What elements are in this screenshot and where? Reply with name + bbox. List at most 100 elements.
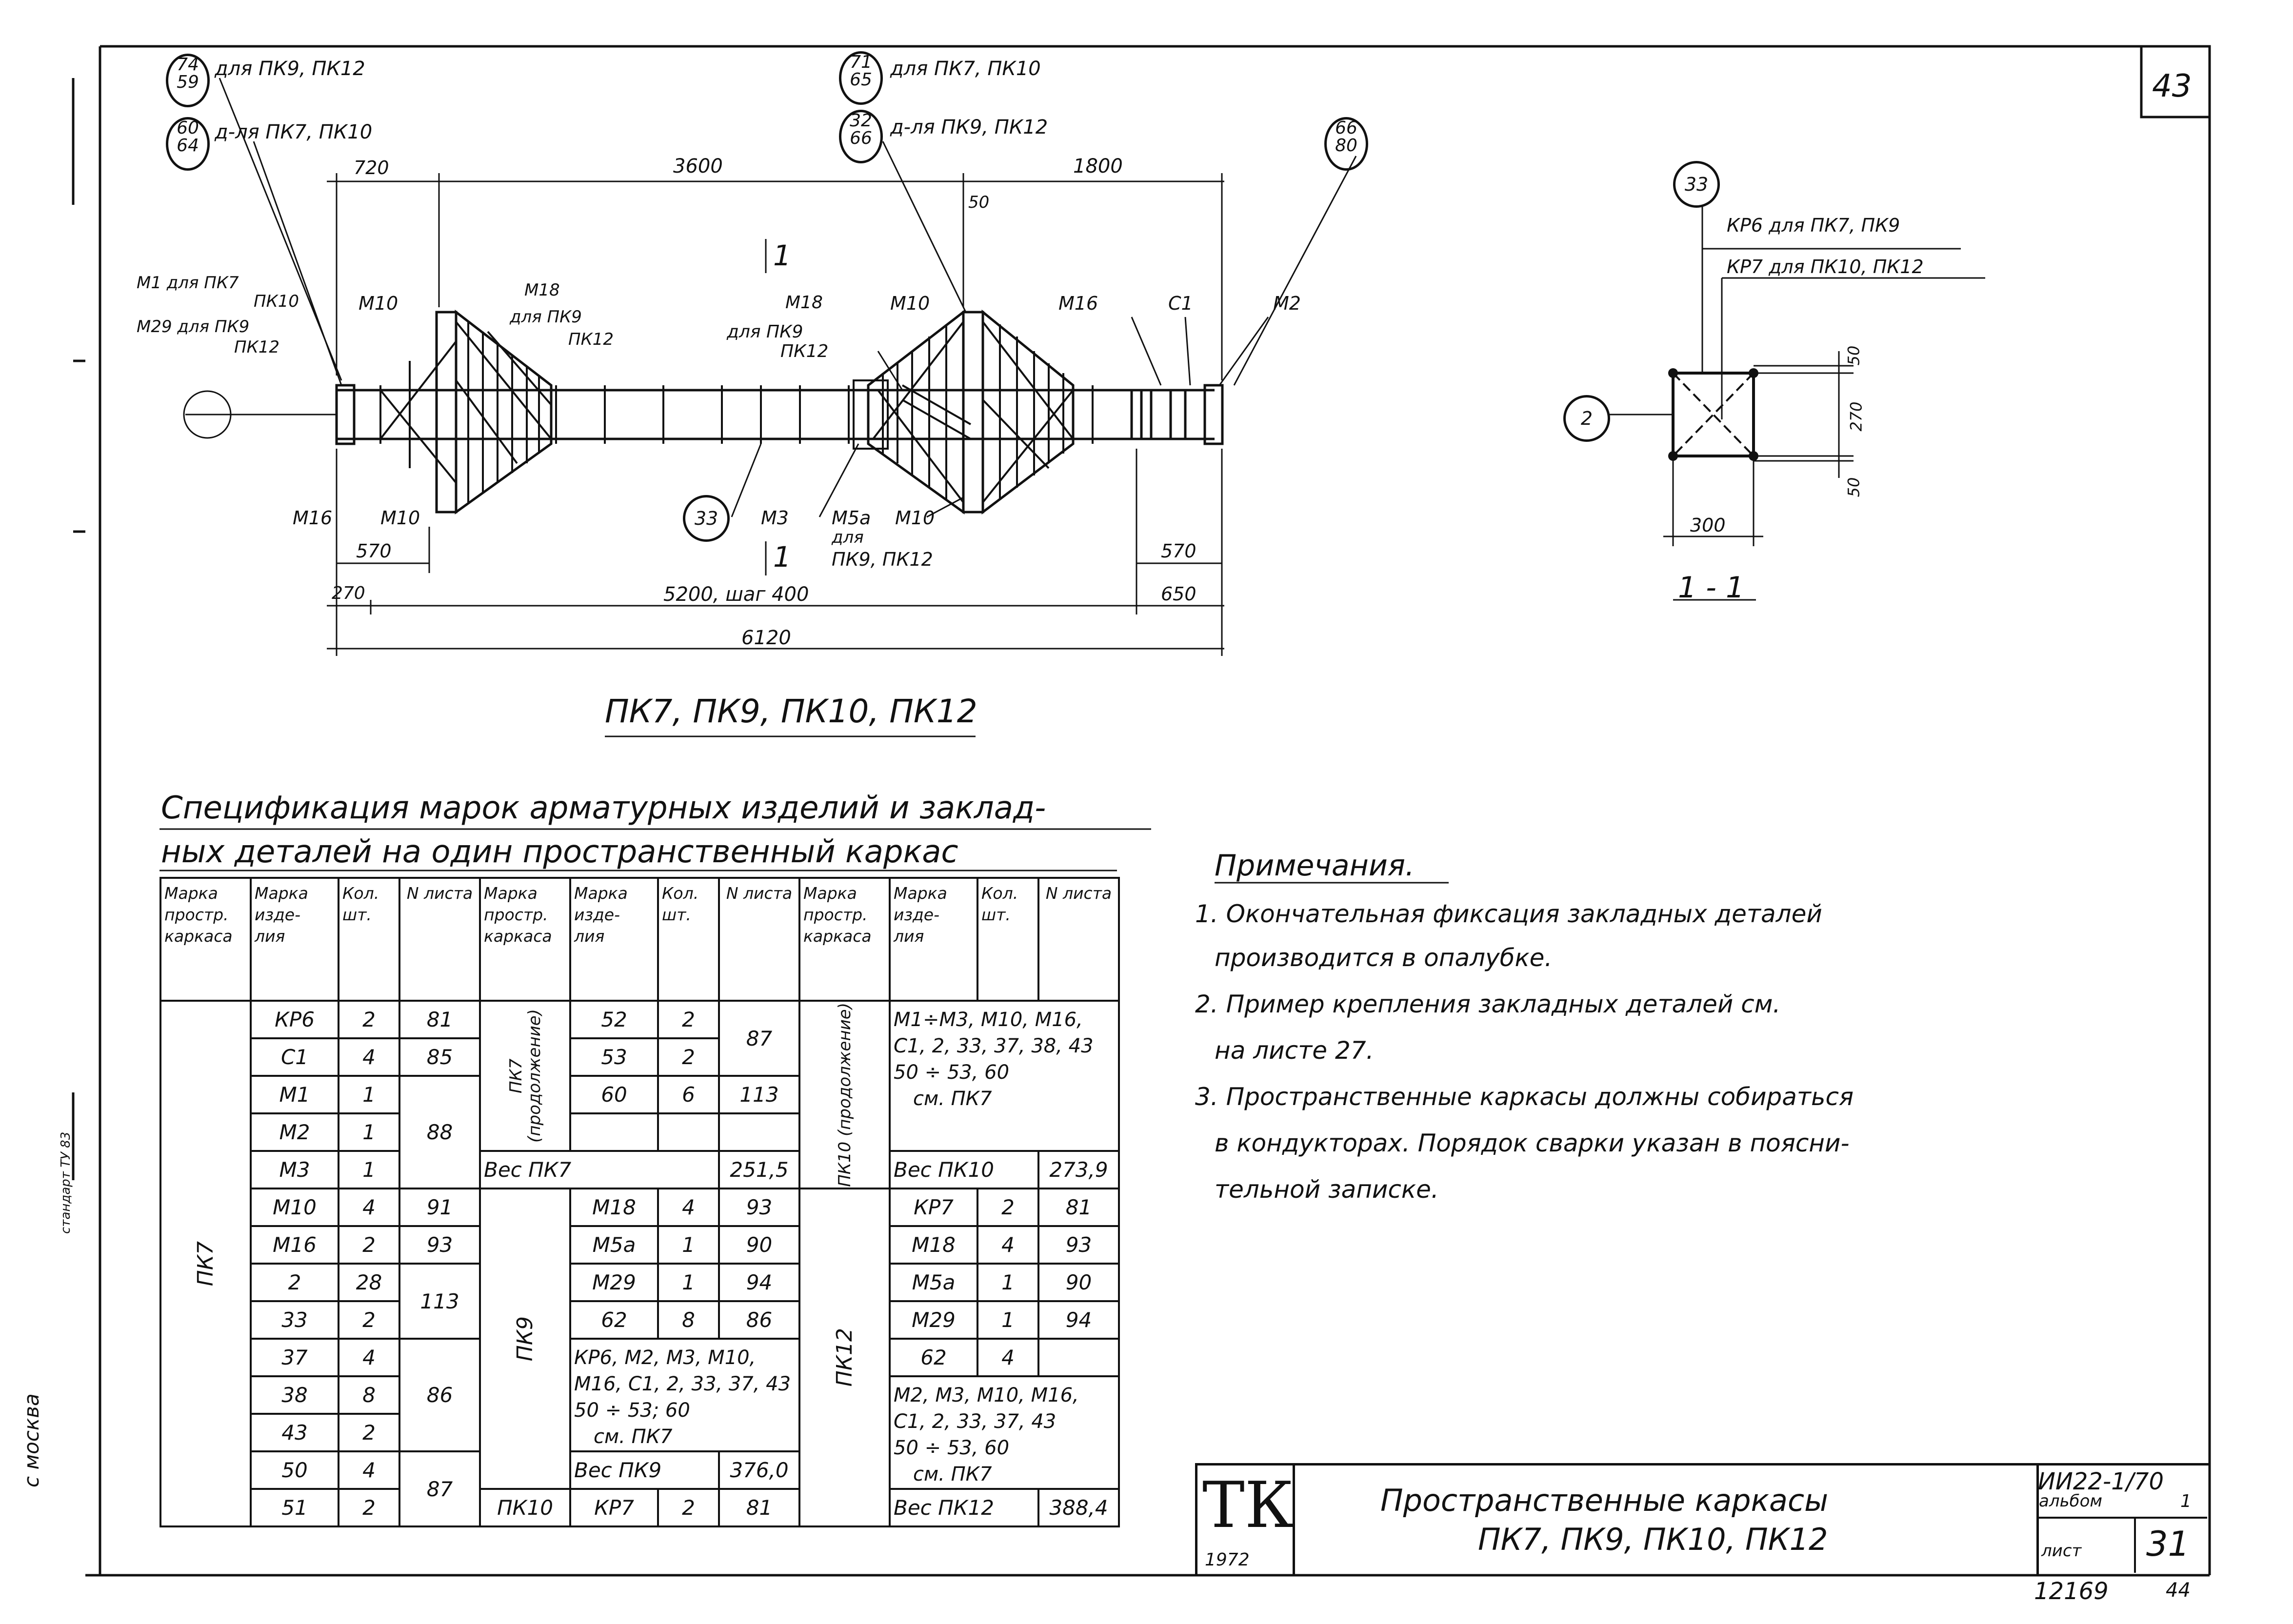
spec-title-line2: ных деталей на один пространственный кар…: [161, 834, 958, 870]
cell-sheet: 90: [1037, 1263, 1120, 1302]
callout-32-bottom: 66: [850, 128, 872, 148]
pk9-weight-label: Вес ПК9: [574, 1458, 662, 1482]
cell-qty: 1: [338, 1112, 400, 1152]
cell-qty: 4: [338, 1037, 400, 1077]
callout-60: 60 64: [166, 117, 210, 171]
note-line: в кондукторах. Порядок сварки указан в п…: [1215, 1129, 1850, 1157]
pk9-note-line: 50 ÷ 53; 60: [574, 1399, 690, 1422]
table-row: М2 1: [160, 1112, 1119, 1152]
dim-720: 720: [354, 157, 389, 178]
title-block-series-cell: [2036, 1463, 2210, 1575]
cell-item: 37: [250, 1338, 339, 1377]
cell-qty: 1: [657, 1225, 720, 1265]
pk12-weight: Вес ПК12: [889, 1488, 1039, 1527]
dim-section-50-bottom: 50: [1844, 477, 1863, 497]
note-line: 3. Пространственные каркасы должны собир…: [1195, 1083, 1854, 1111]
cell-item: 62: [889, 1338, 978, 1377]
callout-60-text: д-ля ПК7, ПК10: [215, 121, 373, 143]
cell-qty: 2: [338, 1488, 400, 1527]
label-m18a: М18: [524, 280, 560, 300]
table-row: 51 2 ПК10 КР7 2 81 Вес ПК12 388,4: [160, 1488, 1120, 1527]
cell-item: 52: [569, 1000, 659, 1039]
header-item-2: Марка изде- лия: [569, 877, 659, 1002]
label-m18b: М18: [785, 293, 823, 313]
label-kp6: КР6 для ПК7, ПК9: [1727, 215, 1900, 236]
callout-74: 74 59: [166, 54, 210, 107]
pk12-note-line: см. ПК7: [913, 1463, 992, 1485]
spec-header-row: Марка простр. каркаса Марка изде- лия Ко…: [160, 877, 1120, 1002]
dim-570-right: 570: [1161, 540, 1196, 562]
frame-pk7-label: ПК7: [193, 1241, 218, 1287]
doc-number-2: 44: [2166, 1579, 2191, 1602]
note-line: 1. Окончательная фиксация закладных дета…: [1195, 900, 1822, 928]
cell-sheet: 91: [399, 1188, 481, 1227]
cell-sheet: 93: [399, 1225, 481, 1265]
dim-6120: 6120: [741, 627, 791, 649]
section-mark-top: 1: [773, 239, 791, 272]
header-item-3: Марка изде- лия: [889, 877, 978, 1002]
notes-title: Примечания.: [1215, 849, 1415, 883]
cell-qty: 4: [977, 1338, 1039, 1377]
cell-item: 51: [250, 1488, 339, 1527]
callout-32: 32 66: [839, 110, 883, 163]
pk9-weight-value: 376,0: [718, 1450, 800, 1490]
label-m18a-b: ПК12: [568, 330, 614, 349]
dim-3600: 3600: [673, 155, 723, 178]
cell-sheet: 87: [718, 1000, 800, 1077]
cell-frame: ПК10: [479, 1488, 571, 1527]
table-row: ПК7 КР6 2 81 ПК7 (продолжение) 52 2 87 П…: [160, 1000, 1120, 1527]
cell-qty: 8: [657, 1300, 720, 1340]
series-divider: [2036, 1517, 2207, 1519]
sheet-label: лист: [2041, 1541, 2082, 1561]
header-qty-3: Кол. шт.: [977, 877, 1039, 1002]
cell-empty: [657, 1112, 720, 1152]
table-row: М1 1 88 60 6 113: [160, 1075, 1119, 1189]
cell-item: М29: [889, 1300, 978, 1340]
header-sheet-3: N листа: [1037, 877, 1120, 1002]
cell-qty: 1: [338, 1150, 400, 1189]
label-m18a-t: для ПК9: [510, 307, 582, 327]
cell-qty: 4: [338, 1338, 400, 1377]
cell-sheet: 113: [399, 1263, 481, 1340]
label-m10a: М10: [359, 293, 399, 314]
header-item-1: Марка изде- лия: [250, 877, 339, 1002]
title-block-logo-cell: [1195, 1463, 1295, 1575]
cell-sheet: 81: [399, 1000, 481, 1039]
cell-item: КР7: [569, 1488, 659, 1527]
cell-qty: 2: [657, 1000, 720, 1039]
cell-sheet: 93: [1037, 1225, 1120, 1265]
cell-item: 62: [569, 1300, 659, 1340]
cell-qty: 1: [338, 1075, 400, 1114]
sheet-divider: [2134, 1517, 2136, 1573]
callout-32-text: д-ля ПК9, ПК12: [890, 116, 1048, 139]
pk7-weight-value: 251,5: [718, 1150, 800, 1189]
cell-qty: 2: [338, 1413, 400, 1452]
pk9-weight: Вес ПК9: [569, 1450, 720, 1490]
cell-qty: 2: [338, 1300, 400, 1340]
pk12-note: М2, М3, М10, М16, С1, 2, 33, 37, 43 50 ÷…: [889, 1375, 1120, 1490]
cell-item: М18: [569, 1188, 659, 1227]
pk10-note: М1÷М3, М10, М16, С1, 2, 33, 37, 38, 43 5…: [889, 1000, 1120, 1152]
year: 1972: [1205, 1550, 1250, 1570]
label-m10b: М10: [890, 293, 930, 314]
album-label: альбом: [2039, 1491, 2103, 1511]
header-sheet-2: N листа: [718, 877, 800, 1002]
label-m2: М2: [1273, 293, 1301, 314]
cell-item: 33: [250, 1300, 339, 1340]
note-line: производится в опалубке.: [1215, 944, 1553, 972]
label-m18b-b: ПК12: [780, 341, 829, 361]
callout-71-top: 71: [850, 52, 872, 72]
cell-sheet: 88: [399, 1075, 481, 1189]
frame-pk12-label: ПК12: [832, 1328, 857, 1387]
pk9-note-line: см. ПК7: [594, 1426, 673, 1448]
callout-2: 2: [1563, 395, 1610, 442]
label-m5a: М5а: [832, 507, 871, 529]
cell-sheet: 90: [718, 1225, 800, 1265]
pk7-weight-label: Вес ПК7: [484, 1158, 572, 1182]
dim-1800: 1800: [1073, 155, 1123, 178]
label-m16b: М16: [293, 507, 333, 529]
callout-60-bottom: 64: [177, 136, 199, 156]
label-kp7: КР7 для ПК10, ПК12: [1727, 256, 1924, 277]
cell-empty: [718, 1112, 800, 1152]
